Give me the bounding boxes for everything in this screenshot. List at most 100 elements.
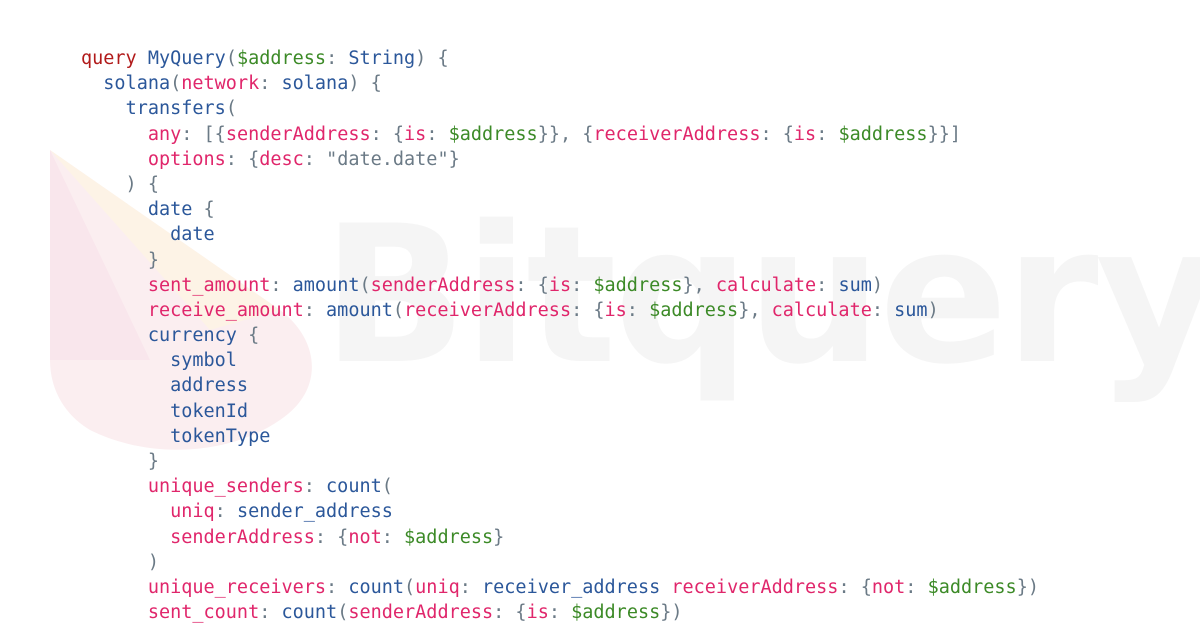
code-token: },	[738, 299, 772, 321]
code-line: senderAddress: {not: $address}	[81, 525, 1039, 550]
code-line: tokenType	[81, 424, 1039, 449]
code-token: ) {	[415, 48, 449, 69]
code-token	[81, 124, 148, 145]
code-token: $address	[571, 602, 661, 624]
code-token: "date.date"	[326, 148, 449, 170]
code-line: ) {	[81, 172, 1039, 197]
code-token: }	[81, 249, 159, 271]
code-token: amount	[292, 274, 360, 296]
code-token: is	[793, 123, 817, 145]
code-line: }	[81, 449, 1039, 474]
code-token: :	[381, 526, 405, 548]
code-token: sent_count	[147, 602, 260, 624]
code-token: network	[181, 73, 260, 95]
code-token: : {	[760, 123, 794, 145]
code-token: :	[270, 274, 293, 296]
code-token: }	[81, 451, 159, 472]
code-token: is	[404, 123, 427, 145]
code-token	[81, 224, 170, 245]
code-token	[81, 325, 148, 346]
code-token: :	[326, 576, 349, 598]
code-token: count	[348, 576, 405, 598]
code-line: options: {desc: "date.date"}	[81, 147, 1039, 172]
code-token: is	[548, 274, 572, 296]
code-token: :	[259, 602, 282, 624]
code-line: any: [{senderAddress: {is: $address}}, {…	[81, 122, 1039, 147]
code-token: :	[571, 274, 594, 296]
code-token: : [{	[181, 123, 226, 145]
code-token	[81, 300, 148, 321]
code-token: uniq	[415, 576, 460, 598]
code-token: date	[170, 224, 215, 246]
code-token: String	[348, 48, 416, 69]
code-token: desc	[259, 148, 304, 170]
code-token: })	[660, 602, 683, 624]
code-token	[81, 602, 148, 623]
code-line: receive_amount: amount(receiverAddress: …	[81, 298, 1039, 323]
code-token: :	[905, 576, 928, 598]
code-token: currency	[147, 325, 237, 347]
code-token	[81, 476, 148, 497]
code-token: senderAddress	[225, 123, 371, 145]
code-token: transfers	[125, 98, 226, 120]
code-token: (	[359, 274, 371, 296]
code-token: is	[526, 602, 549, 624]
code-token: :	[326, 48, 349, 69]
code-line: }	[81, 248, 1039, 273]
code-token	[81, 350, 170, 371]
code-token: not	[348, 526, 382, 548]
code-token: $address	[927, 576, 1017, 598]
code-token: $address	[404, 526, 494, 548]
code-line: tokenId	[81, 399, 1039, 424]
code-token: sender_address	[236, 501, 393, 523]
code-token: :	[259, 73, 282, 95]
code-token: :	[816, 274, 839, 296]
code-line: uniq: sender_address	[81, 499, 1039, 524]
code-line: date	[81, 222, 1039, 247]
code-token: (	[392, 299, 405, 321]
code-token: : {	[314, 526, 349, 548]
code-token: }}, {	[537, 123, 594, 145]
code-token: )	[81, 551, 159, 573]
code-token: calculate	[715, 274, 817, 296]
code-token: (	[381, 476, 393, 498]
code-token: (	[225, 98, 237, 120]
code-token: : {	[370, 123, 405, 145]
code-token: :	[459, 576, 483, 598]
code-token: :	[816, 123, 839, 145]
code-token: query	[81, 48, 137, 69]
code-token	[81, 401, 170, 422]
code-token	[81, 501, 170, 522]
code-line: unique_senders: count(	[81, 474, 1039, 499]
code-token: count	[281, 602, 338, 624]
code-token: senderAddress	[370, 274, 516, 296]
code-token: $address	[649, 299, 739, 321]
code-token: : {	[571, 299, 605, 321]
code-token: senderAddress	[348, 602, 494, 624]
code-token: options	[147, 148, 226, 170]
code-token: $address	[593, 274, 683, 296]
code-line: sent_count: count(senderAddress: {is: $a…	[81, 600, 1039, 625]
code-token: :	[303, 299, 327, 321]
code-token: sum	[894, 299, 928, 321]
code-line: transfers(	[81, 96, 1039, 121]
code-token	[137, 48, 148, 69]
code-token: not	[871, 576, 906, 598]
code-line: date {	[81, 197, 1039, 222]
code-token	[660, 577, 671, 598]
code-line: query MyQuery($address: String) {	[81, 46, 1039, 71]
code-token	[81, 426, 170, 447]
code-token: date	[147, 199, 193, 221]
code-token: (	[170, 73, 182, 95]
code-token: tokenType	[170, 425, 271, 447]
code-token: senderAddress	[170, 526, 315, 548]
code-token: :	[871, 299, 895, 321]
code-token: :	[426, 123, 449, 145]
code-token: {	[192, 199, 215, 221]
code-token: amount	[326, 299, 393, 321]
code-token	[81, 149, 148, 170]
code-token: solana	[281, 73, 349, 95]
code-token	[81, 527, 170, 548]
code-token: sent_amount	[147, 274, 271, 296]
code-token: solana	[103, 73, 171, 95]
